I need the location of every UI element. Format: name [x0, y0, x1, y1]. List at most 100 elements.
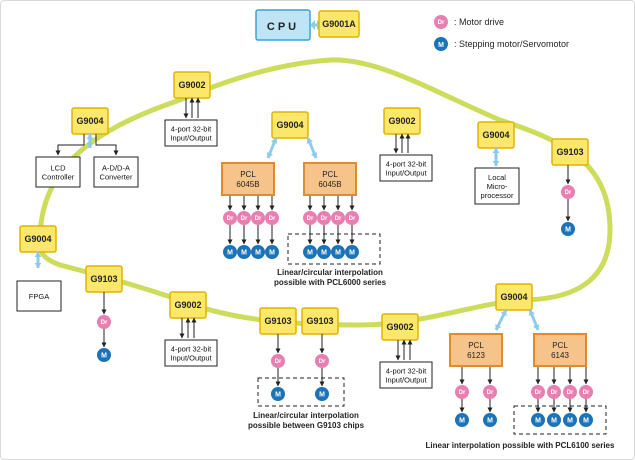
g9103-center-b-motor-1: M — [315, 387, 329, 401]
pcl6045b-left-motor-3-label: M — [255, 250, 261, 257]
pcl6143-dr-3-label: Dr — [567, 390, 574, 396]
g9103-left-motor-1-label: M — [101, 353, 107, 360]
pcl-6045b-left-label-2: 6045B — [236, 180, 259, 189]
pcl6143-dr-4: Dr — [579, 385, 593, 399]
bus-arrows — [34, 134, 540, 331]
legend-m-symbol: M — [438, 42, 444, 49]
fpga-box: FPGA — [16, 280, 62, 312]
notes: Linear/circular interpolation possible w… — [248, 268, 615, 450]
pcl6045b-left-motor-4: M — [265, 245, 279, 259]
legend-stepping-motor: : Stepping motor/Servomotor — [454, 39, 569, 49]
pcl6000-group — [287, 233, 381, 265]
fpga-label: FPGA — [29, 292, 49, 301]
pcl6045b-right-motor-2: M — [317, 245, 331, 259]
legend-dr-symbol: Dr — [438, 20, 445, 26]
cpu-label: CPU — [267, 21, 299, 33]
chip-g9103-left: G9103 — [85, 265, 123, 293]
pcl6100-group — [513, 405, 607, 435]
pcl6045b-left-motor-2-label: M — [241, 250, 247, 257]
g9103-center-a-dr-1: Dr — [271, 354, 285, 368]
g9103-center-b-dr-1: Dr — [315, 354, 329, 368]
legend: Dr : Motor drive M : Stepping motor/Serv… — [434, 15, 569, 51]
pcl6045b-left-motor-1: M — [223, 245, 237, 259]
pcl6045b-left-dr-4: Dr — [265, 211, 279, 225]
lcd-controller-box-line2: Controller — [42, 173, 75, 182]
pcl6045b-right-dr-1-label: Dr — [307, 216, 314, 222]
g9103-group — [257, 377, 345, 407]
pcl6123-dr-2: Dr — [483, 385, 497, 399]
g9103-right-dr-1-label: Dr — [565, 190, 572, 196]
g9103-left-dr-1: Dr — [97, 315, 111, 329]
pcl6045b-left-dr-1: Dr — [223, 211, 237, 225]
chip-g9002-bottom-left-label: G9002 — [174, 300, 201, 310]
pcl-6143-label-2: 6143 — [551, 351, 569, 360]
pcl6045b-right-motor-4: M — [345, 245, 359, 259]
note-pcl6000-line2: possible with PCL6000 series — [274, 278, 387, 287]
pcl6143-dr-1: Dr — [531, 385, 545, 399]
pcl6045b-right-dr-3-label: Dr — [335, 216, 342, 222]
pcl6045b-left-dr-3: Dr — [251, 211, 265, 225]
pcl6143-motor-3-label: M — [567, 418, 573, 425]
pcl6123-dr-1-label: Dr — [459, 390, 466, 396]
chip-g9002-bottom-right: G9002 — [381, 313, 419, 341]
chip-g9004-left-label: G9004 — [76, 116, 103, 126]
chip-g9004-bottom-right-label: G9004 — [500, 292, 527, 302]
g9103-center-a-motor-1: M — [271, 387, 285, 401]
io-box-bottom-right-line1: 4-port 32-bit — [386, 367, 427, 376]
g9103-center-a-dr-1-label: Dr — [275, 359, 282, 365]
io-box-bottom-left-line1: 4-port 32-bit — [171, 345, 212, 354]
pcl6143-motor-2-label: M — [551, 418, 557, 425]
io-box-right-line1: 4-port 32-bit — [386, 160, 427, 169]
pcl6143-motor-4-label: M — [583, 418, 589, 425]
pcl6045b-left-dr-3-label: Dr — [255, 216, 262, 222]
pcl6045b-right-dr-4: Dr — [345, 211, 359, 225]
chip-g9004-far-left-label: G9004 — [24, 234, 51, 244]
g9103-left-dr-1-label: Dr — [101, 320, 108, 326]
io-box-bottom-left-line2: Input/Output — [170, 354, 212, 363]
pcl-6123-label-1: PCL — [468, 341, 484, 350]
io-box-right-line2: Input/Output — [385, 169, 427, 178]
chip-g9103-center-a-label: G9103 — [264, 316, 291, 326]
pcl6143-dr-3: Dr — [563, 385, 577, 399]
pcl6045b-right-motor-3: M — [331, 245, 345, 259]
pcl6143-dr-1-label: Dr — [535, 390, 542, 396]
pcl6045b-right-motor-1-label: M — [307, 250, 313, 257]
note-pcl6000-line1: Linear/circular interpolation — [277, 268, 383, 277]
chip-g9002-right-label: G9002 — [388, 116, 415, 126]
g9103-right-motor-1: M — [561, 222, 575, 236]
note-g9103-line2: possible between G9103 chips — [248, 421, 365, 430]
chip-g9004-bottom-right: G9004 — [495, 283, 533, 311]
pcl6045b-right-motor-4-label: M — [349, 250, 355, 257]
pcl6143-motor-1-label: M — [535, 418, 541, 425]
lcd-controller-box-line1: LCD — [50, 164, 66, 173]
cpu-block: CPU — [255, 9, 311, 41]
pcl6143-motor-4: M — [579, 413, 593, 427]
pcl6045b-right-dr-4-label: Dr — [349, 216, 356, 222]
pcl6045b-right-dr-2-label: Dr — [321, 216, 328, 222]
chip-g9002-right: G9002 — [383, 107, 421, 135]
pcl6045b-left-motor-2: M — [237, 245, 251, 259]
pcl6045b-left-motor-4-label: M — [269, 250, 275, 257]
connector-lines — [55, 97, 589, 413]
pcl6045b-right-motor-3-label: M — [335, 250, 341, 257]
g9103-right-motor-1-label: M — [565, 227, 571, 234]
pcl6045b-left-dr-1-label: Dr — [227, 216, 234, 222]
pcl6143-motor-2: M — [547, 413, 561, 427]
pcl-6045b-right-label-2: 6045B — [318, 180, 341, 189]
note-pcl6100: Linear interpolation possible with PCL61… — [426, 441, 615, 450]
pcl6045b-left-dr-4-label: Dr — [269, 216, 276, 222]
pcl-6045b-right-label-1: PCL — [322, 170, 338, 179]
g9103-left-motor-1: M — [97, 348, 111, 362]
chip-g9004-right: G9004 — [477, 121, 515, 149]
pcl6045b-right-dr-2: Dr — [317, 211, 331, 225]
g9103-center-a-motor-1-label: M — [275, 392, 281, 399]
